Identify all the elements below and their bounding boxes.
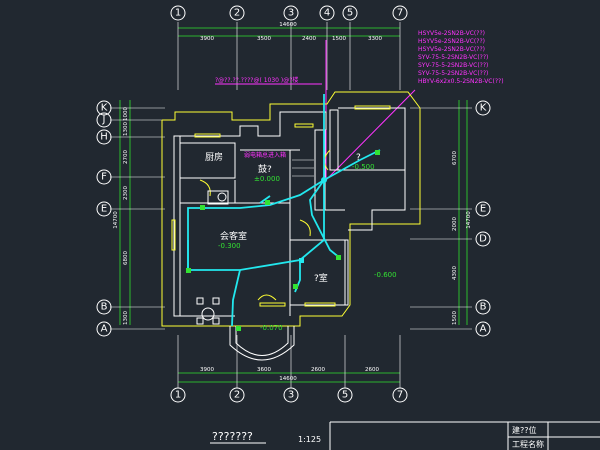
annotation-text: ?@??.??.????@( 1030 )@?楼	[215, 76, 298, 84]
top-dim-5: 3300	[368, 36, 382, 42]
top-grid-bubbles: 1 2 3 4 5 7	[170, 5, 408, 21]
right-grid: K E D B A 6700 2000 4300 1500 14700	[410, 100, 491, 337]
left-total-dim: 14700	[113, 211, 119, 229]
grid-bottom-2: 2	[234, 390, 240, 401]
left-dim-2: 1300	[123, 122, 129, 136]
top-dim-3: 2400	[302, 36, 316, 42]
grid-top-3: 3	[288, 8, 294, 19]
cable-1: HSYV5e-2SN2B-VC(??)	[418, 30, 485, 37]
grid-left-H: H	[100, 132, 108, 143]
left-grid: K J H F E B A 1000 1300 2700 2300 6800 1…	[96, 100, 165, 337]
grid-top-2: 2	[234, 8, 240, 19]
left-dim-1: 1000	[123, 107, 129, 121]
field-label-2: 工程名称	[512, 439, 544, 449]
top-dim-4: 1500	[332, 36, 346, 42]
right-dim-2: 2000	[452, 217, 458, 231]
grid-right-K: K	[480, 103, 487, 114]
room-bed: ?室	[314, 272, 328, 284]
bottom-dimensions: 3900 3600 2600 2600 14600 1 2 3 5 7	[170, 335, 408, 403]
grid-top-5: 5	[347, 8, 353, 19]
right-dim-1: 6700	[452, 151, 458, 165]
bottom-dim-2: 3600	[257, 367, 271, 373]
left-dim-3: 2700	[123, 150, 129, 164]
elev-bed: -0.600	[374, 271, 397, 279]
elev-porch: -0.070	[260, 324, 283, 332]
bottom-dim-1: 3900	[200, 367, 214, 373]
left-dim-4: 2300	[123, 186, 129, 200]
grid-right-D: D	[479, 234, 487, 245]
right-dim-3: 4300	[452, 266, 458, 280]
room-living: 会客室	[220, 230, 247, 242]
grid-bottom-3: 3	[288, 390, 294, 401]
grid-bottom-7: 7	[397, 390, 403, 401]
bottom-dim-3: 2600	[311, 367, 325, 373]
grid-left-E: E	[101, 204, 107, 215]
left-dim-6: 1300	[123, 311, 129, 325]
grid-bottom-5: 5	[342, 390, 348, 401]
cable-7: HBYV-6x2x0.5-2SN2B-VC(??)	[418, 78, 504, 85]
room-labels: 厨房 鼓? ±0.000 ? -0.500 会客室 -0.300 ?室 -0.6…	[205, 151, 397, 332]
grid-left-F: F	[101, 172, 107, 183]
grid-right-A: A	[480, 324, 487, 335]
top-total-dim: 14600	[279, 22, 297, 28]
grid-top-6: 7	[397, 8, 403, 19]
cable-legend: HSYV5e-2SN2B-VC(??) HSYV5e-2SN2B-VC(??) …	[418, 30, 504, 85]
right-dim-4: 1500	[452, 311, 458, 325]
grid-left-K: K	[101, 103, 108, 114]
cable-5: SYV-75-5-2SN2B-VC(??)	[418, 62, 488, 69]
grid-top-1: 1	[175, 8, 181, 19]
field-label-1: 建??位	[512, 425, 537, 435]
annotation: ?@??.??.????@( 1030 )@?楼	[215, 40, 416, 181]
left-dim-5: 6800	[123, 251, 129, 265]
room-kitchen: 厨房	[205, 151, 223, 163]
right-total-dim: 14700	[466, 211, 472, 229]
elev-entry: ±0.000	[254, 175, 280, 183]
title-block: ??????? 1:125 建??位 工程名称	[210, 421, 600, 450]
cable-6: SYV-75-5-2SN2B-VC(??)	[418, 70, 488, 77]
entry-box-label: 弱电箱总进入箱	[244, 151, 286, 159]
drawing-scale: 1:125	[298, 435, 321, 444]
top-dimensions: 14600 3900 3500 2400 1500 3300	[177, 22, 401, 90]
top-dim-1: 3900	[200, 36, 214, 42]
elev-dining: -0.500	[352, 163, 375, 171]
elev-living: -0.300	[218, 242, 241, 250]
cable-3: HSYV5e-2SN2B-VC(??)	[418, 46, 485, 53]
cable-4: SYV-75-5-2SN2B-VC(??)	[418, 54, 488, 61]
drawing-title: ???????	[212, 430, 253, 443]
grid-right-B: B	[480, 302, 487, 313]
grid-left-J: J	[102, 115, 106, 126]
grid-bottom-1: 1	[175, 390, 181, 401]
room-entry: 鼓?	[258, 163, 272, 175]
grid-left-A: A	[101, 324, 108, 335]
cable-runs	[186, 94, 381, 331]
room-dining: ?	[356, 153, 361, 163]
bottom-dim-4: 2600	[365, 367, 379, 373]
grid-right-E: E	[480, 204, 486, 215]
top-dim-2: 3500	[257, 36, 271, 42]
cable-2: HSYV5e-2SN2B-VC(??)	[418, 38, 485, 45]
building-walls	[161, 91, 421, 361]
grid-left-B: B	[101, 302, 108, 313]
bottom-total-dim: 14600	[279, 376, 297, 382]
grid-top-4: 4	[324, 8, 330, 19]
